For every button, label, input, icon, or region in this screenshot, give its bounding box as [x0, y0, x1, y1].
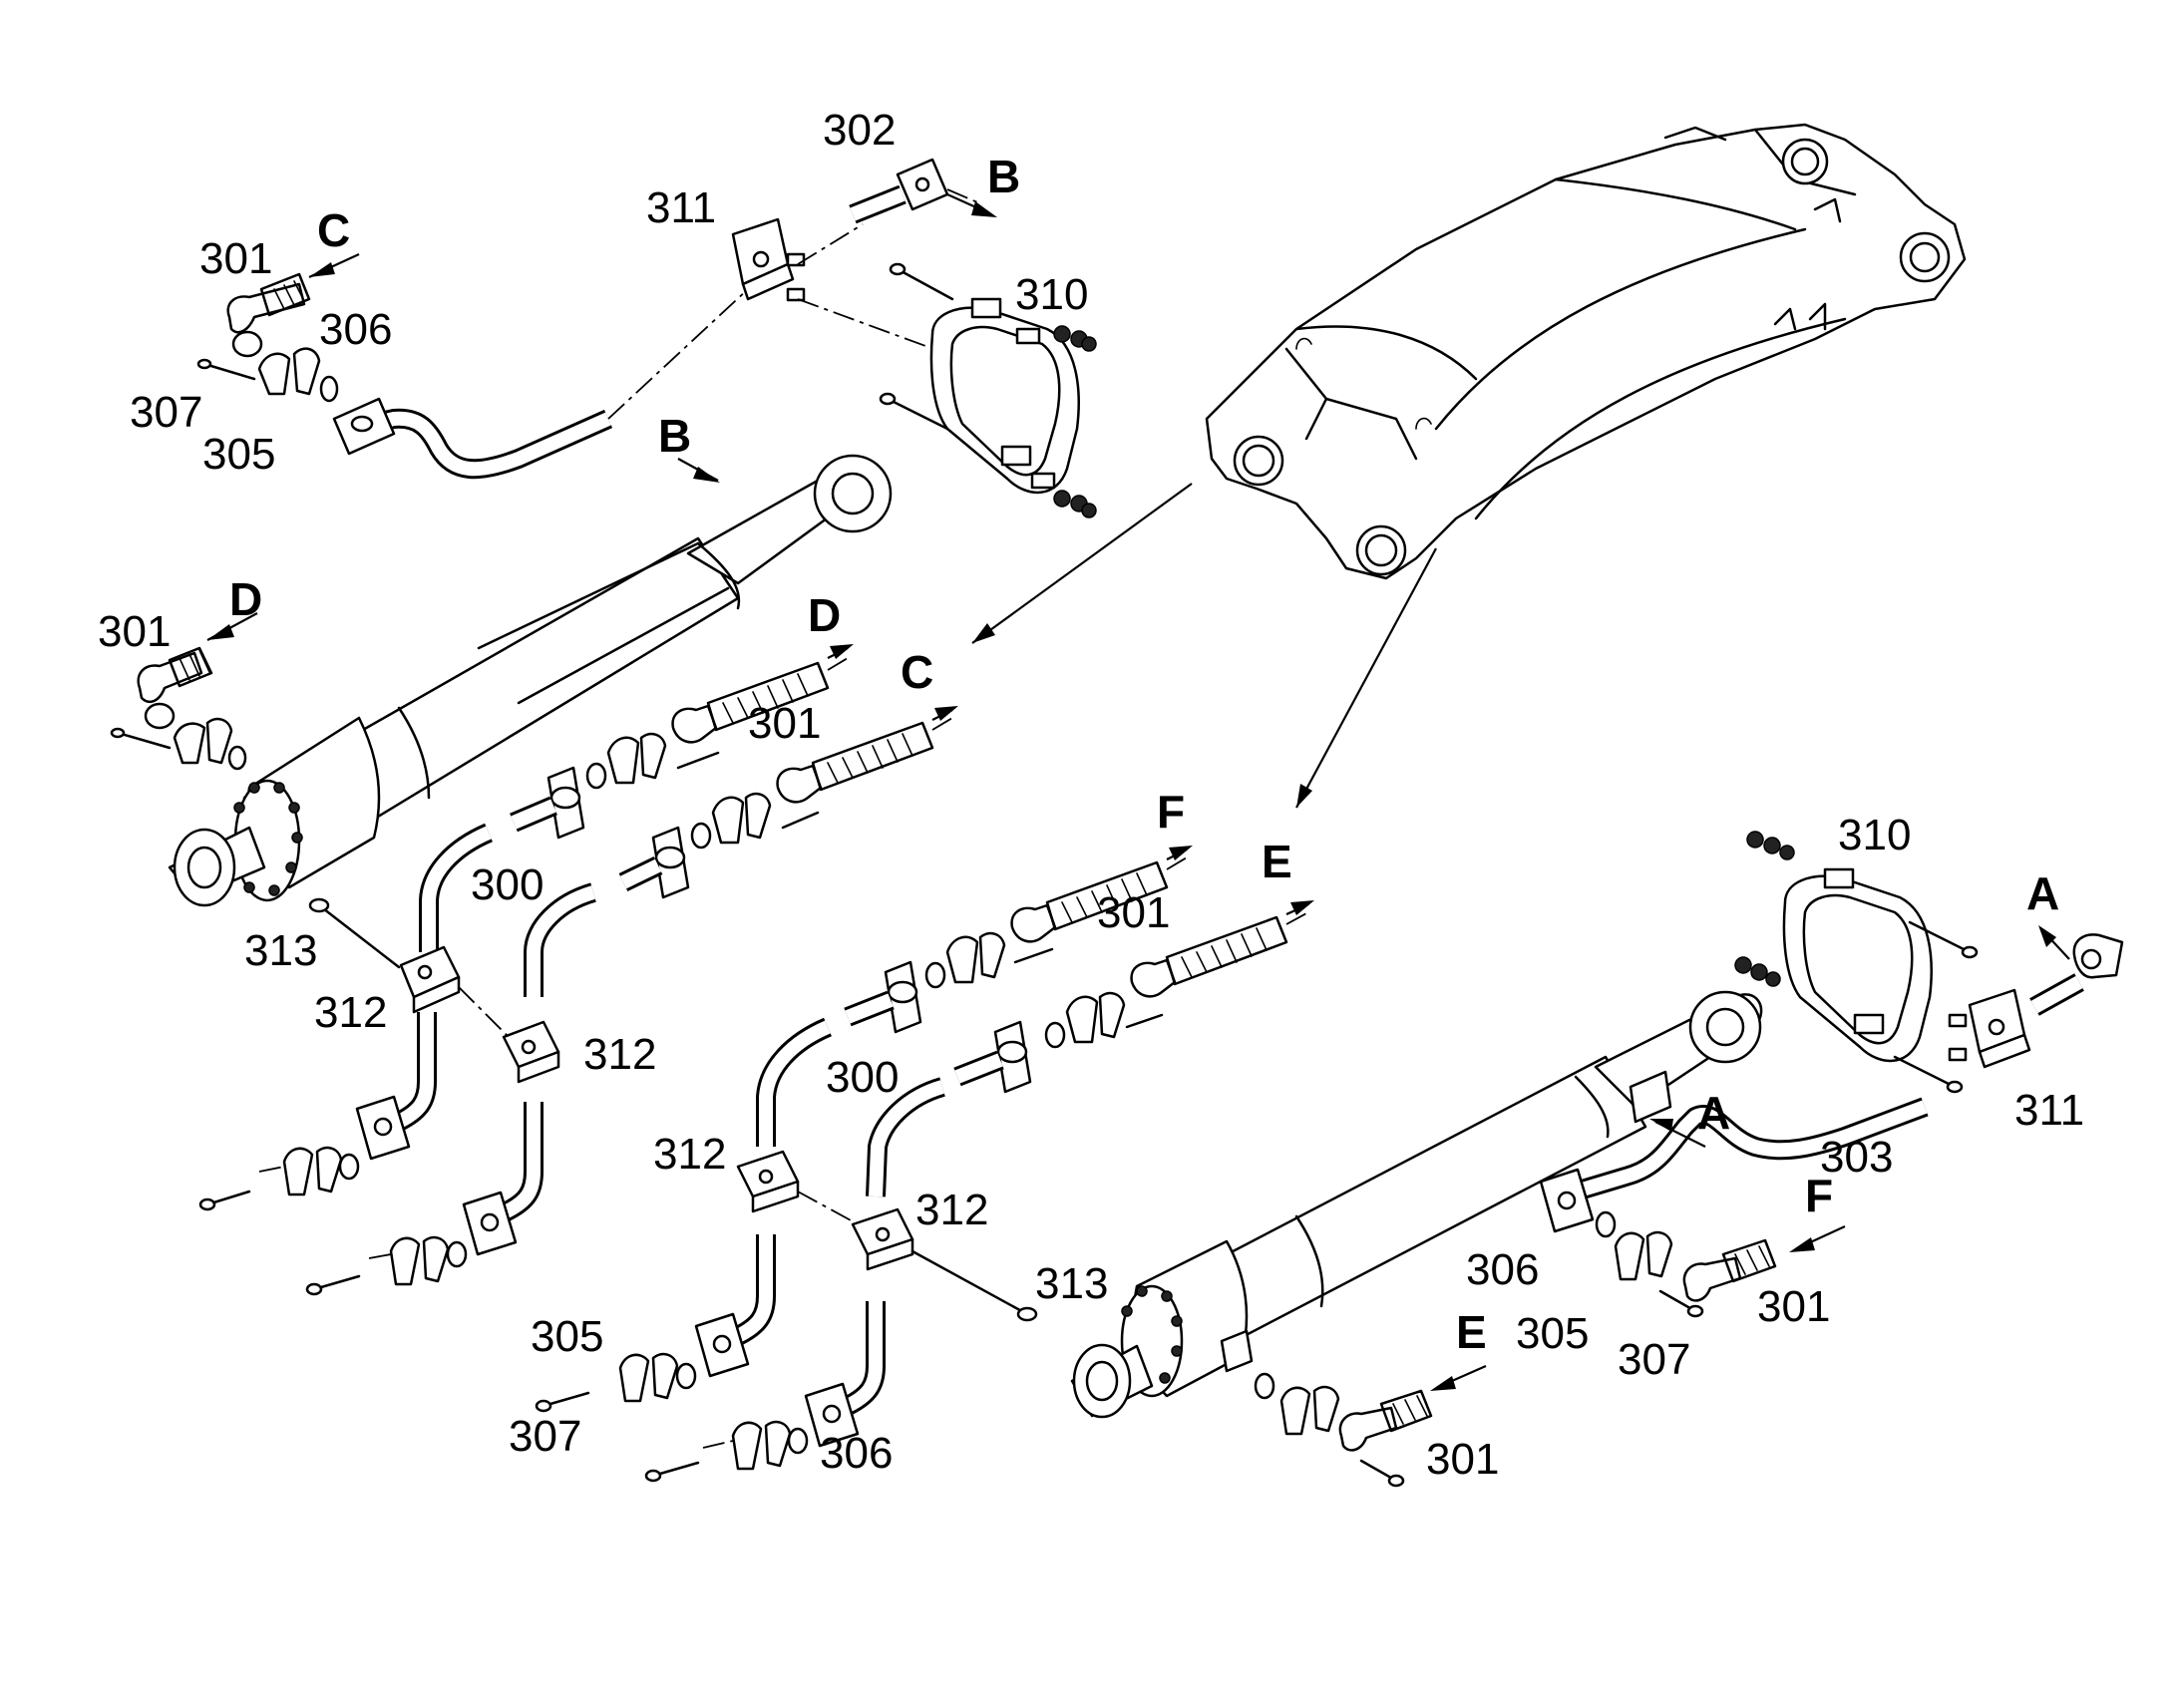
right-hydraulic-cylinder	[1070, 990, 1763, 1419]
part-number-305-top-left: 305	[202, 430, 275, 479]
view-letter-e-bottom: E	[1456, 1306, 1487, 1358]
view-letter-b-top: B	[987, 151, 1020, 202]
part-number-307-right: 307	[1618, 1335, 1690, 1384]
view-letter-b-cylinder: B	[658, 410, 691, 462]
part-number-310-top: 310	[1015, 270, 1088, 319]
part-number-301-top-left: 301	[199, 234, 272, 283]
part-number-312-center-b: 312	[915, 1186, 988, 1234]
center-left-hose-group	[419, 657, 953, 997]
part-number-301-center: 301	[1097, 888, 1170, 937]
part-number-306-right: 306	[1466, 1245, 1539, 1294]
right-pipe-303-group	[1539, 1097, 1929, 1318]
part-number-307-top-left: 307	[130, 388, 202, 437]
part-number-305-right: 305	[1516, 1309, 1589, 1358]
part-number-306-bottom: 306	[820, 1429, 893, 1478]
view-letter-a-top: A	[2026, 867, 2059, 919]
part-number-311-right: 311	[2014, 1086, 2084, 1135]
view-letter-f-center: F	[1157, 786, 1185, 838]
part-number-312-left-a: 312	[314, 988, 387, 1037]
part-number-302: 302	[823, 106, 896, 155]
left-hose-fitting-d	[110, 646, 247, 771]
top-pipe-assembly	[332, 158, 1097, 518]
boom-leader-arrows	[971, 483, 1437, 809]
left-clamp-assembly	[198, 897, 560, 1296]
part-number-301-bottom: 301	[1426, 1435, 1499, 1484]
part-number-303: 303	[1820, 1133, 1893, 1182]
part-number-312-left-b: 312	[583, 1030, 656, 1079]
part-number-312-center-a: 312	[653, 1130, 726, 1179]
part-number-305-bottom: 305	[531, 1312, 603, 1361]
part-number-313-left: 313	[244, 926, 317, 975]
view-letter-d-center: D	[808, 589, 841, 641]
part-number-300-left: 300	[471, 860, 544, 909]
part-number-313-center: 313	[1035, 1259, 1108, 1308]
boom-arm	[1205, 123, 1967, 580]
part-number-311-top: 311	[646, 183, 716, 232]
top-left-hose-fitting	[196, 272, 339, 403]
part-number-306-top-left: 306	[319, 305, 392, 354]
view-letter-c-top: C	[317, 204, 350, 256]
part-number-301-right: 301	[1757, 1282, 1830, 1331]
view-letter-f-right: F	[1805, 1170, 1833, 1221]
bottom-e-fitting	[1254, 1372, 1433, 1488]
view-letter-e-center: E	[1262, 836, 1292, 887]
view-letter-d-left: D	[229, 573, 262, 625]
left-hydraulic-cylinder	[168, 454, 893, 907]
part-number-301-left: 301	[98, 607, 171, 656]
part-number-300-center: 300	[826, 1053, 899, 1102]
part-number-310-right: 310	[1838, 811, 1911, 859]
center-clamp-assembly	[535, 1150, 1038, 1483]
part-number-301-center-left: 301	[748, 699, 821, 748]
view-arrows	[206, 192, 2070, 1391]
view-letter-c-center: C	[901, 646, 933, 698]
view-letter-a-cylinder: A	[1697, 1087, 1730, 1139]
part-number-307-bottom: 307	[509, 1412, 581, 1461]
center-hose-group-ef	[756, 856, 1309, 1197]
right-bracket-assembly	[1734, 831, 2124, 1094]
